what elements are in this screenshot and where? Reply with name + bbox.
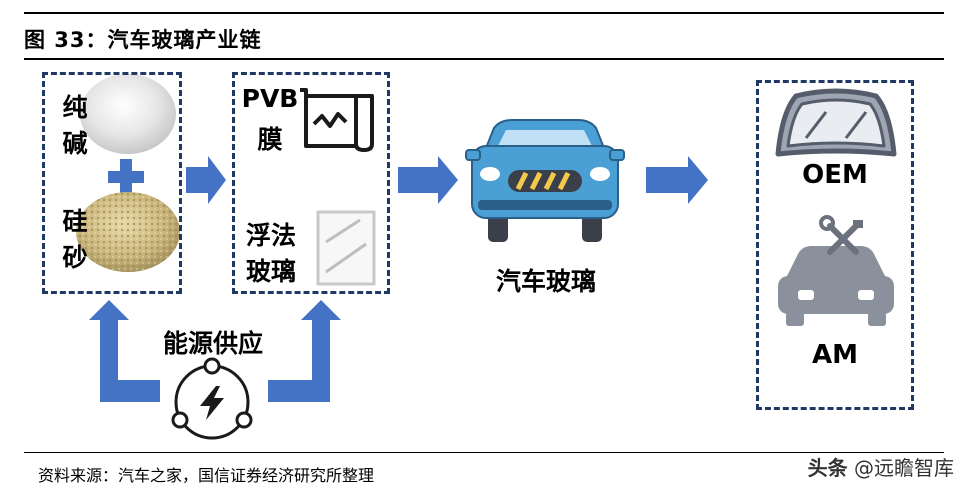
arrow-materials-to-intermediate	[186, 156, 226, 204]
energy-supply-label: 能源供应	[162, 329, 263, 358]
pvb-film-icon	[300, 88, 374, 152]
raw-materials-box	[42, 72, 182, 294]
float-glass-icon	[316, 210, 376, 286]
source-note: 资料来源：汽车之家，国信证券经济研究所整理	[38, 466, 375, 485]
silica-sand-icon	[76, 192, 180, 272]
soda-ash-label: 纯碱	[62, 93, 88, 158]
watermark-prefix: 头条	[807, 456, 848, 480]
footer-rule	[24, 452, 944, 453]
oem-label: OEM	[802, 160, 868, 190]
figure-title: 图 33：汽车玻璃产业链	[24, 28, 262, 52]
top-rule	[24, 12, 944, 14]
energy-feedback-arrows	[89, 300, 341, 402]
soda-ash-powder-icon	[80, 74, 176, 154]
plus-icon	[108, 159, 144, 195]
title-rule	[24, 58, 944, 60]
am-label: AM	[812, 340, 858, 370]
arrow-intermediate-to-glass	[398, 156, 458, 204]
float-glass-label-line1: 浮法	[245, 221, 296, 250]
car-icon	[465, 119, 625, 242]
pvb-label-line2: 膜	[257, 125, 283, 154]
intermediate-materials-box	[232, 72, 390, 294]
pvb-label-line1: PVB	[241, 84, 299, 113]
watermark-handle: @远瞻智库	[854, 456, 954, 480]
windshield-icon	[775, 88, 897, 157]
silica-sand-label: 硅砂	[62, 207, 88, 272]
auto-glass-label: 汽车玻璃	[495, 267, 596, 296]
energy-hub-icon	[171, 357, 253, 440]
watermark: 头条 @远瞻智库	[808, 452, 954, 481]
markets-box	[756, 80, 914, 410]
arrow-glass-to-markets	[646, 156, 708, 204]
repair-car-icon	[778, 215, 894, 326]
float-glass-label-line2: 玻璃	[245, 257, 296, 286]
